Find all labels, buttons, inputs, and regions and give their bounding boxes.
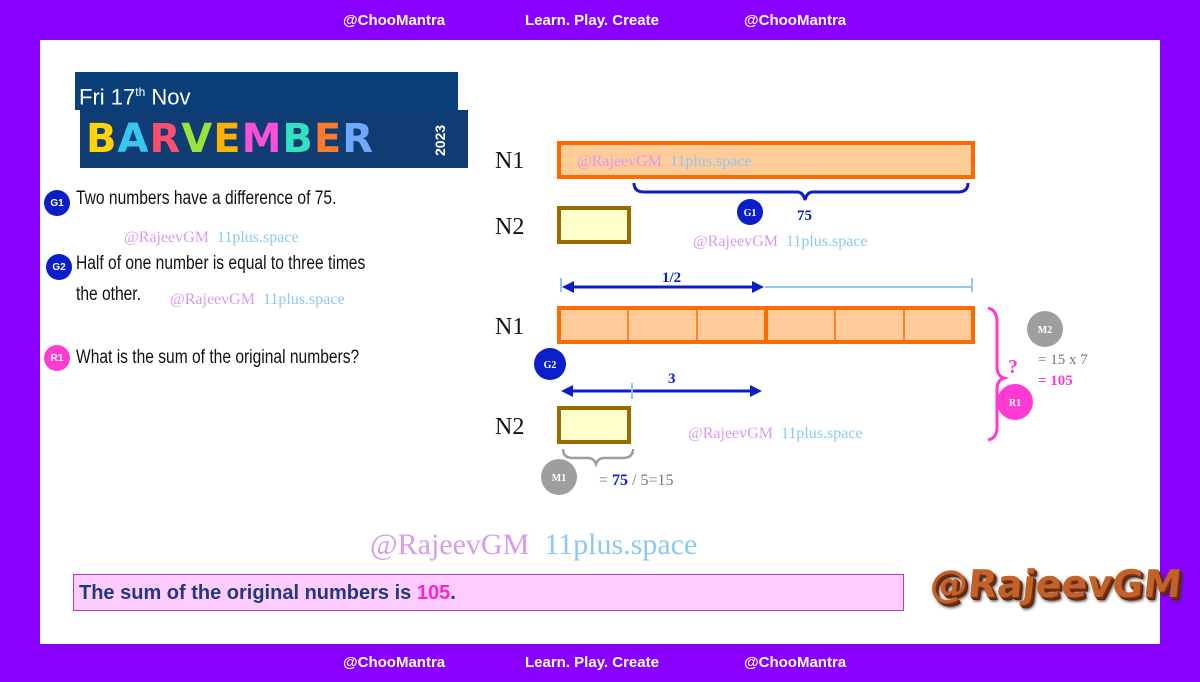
g2-badge: G2 <box>46 254 72 280</box>
question-mark: ? <box>1008 356 1018 378</box>
header-handle-right: @ChooMantra <box>744 11 847 29</box>
banner-letter: R <box>342 116 375 162</box>
question-g2-line2: the other. <box>76 284 141 305</box>
m1-brace <box>561 448 635 468</box>
sum-brace <box>987 306 1010 442</box>
answer-box: The sum of the original numbers is 105. <box>73 574 904 611</box>
r1-badge: R1 <box>44 345 70 371</box>
watermark-large: @RajeevGM 11plus.space <box>370 528 698 561</box>
banner-letter: M <box>241 116 283 162</box>
g1-diagram-badge-label: G1 <box>744 208 757 219</box>
worksheet-panel: Fri 17th Nov BARVEMBER 2023 G1 Two numbe… <box>40 40 1184 644</box>
date-box: Fri 17th Nov <box>75 72 458 110</box>
answer-value: 105 <box>416 582 451 604</box>
n2-label-top: N2 <box>495 214 524 240</box>
footer-handle-right: @ChooMantra <box>744 653 847 671</box>
banner-letter: V <box>181 116 214 162</box>
m1-equation: = 75 / 5=15 <box>599 472 674 489</box>
question-r1-text: What is the sum of the original numbers? <box>76 347 360 368</box>
banner-letter: B <box>86 116 118 162</box>
g1-brace <box>632 182 970 201</box>
footer-bar: @ChooMantra Learn. Play. Create @ChooMan… <box>0 642 1200 682</box>
watermark: @RajeevGM 11plus.space <box>124 229 299 246</box>
m2-line1: = 15 x 7 <box>1038 352 1088 368</box>
three-label: 3 <box>668 371 676 387</box>
banner-letter: R <box>149 116 182 162</box>
r1-diagram-badge-label: R1 <box>1009 398 1021 409</box>
n1-label-bottom: N1 <box>495 314 524 340</box>
m1-diagram-badge-label: M1 <box>552 473 566 484</box>
banner-letter: E <box>213 116 242 162</box>
answer-prefix: The sum of the original numbers is <box>79 582 417 604</box>
n1-bar-top <box>557 141 975 179</box>
n2-bar-top <box>557 206 631 244</box>
answer-suffix: . <box>450 582 456 604</box>
footer-handle-left: @ChooMantra <box>343 653 446 671</box>
r1-diagram-badge <box>997 384 1033 420</box>
n1-label-top: N1 <box>495 148 524 174</box>
banner-letter: A <box>117 116 150 162</box>
g1-badge: G1 <box>44 190 70 216</box>
footer-tagline: Learn. Play. Create <box>525 653 659 671</box>
banner-letter: E <box>313 116 343 162</box>
question-g1-text: Two numbers have a difference of 75. <box>76 188 337 209</box>
banner-letter: B <box>282 116 314 162</box>
g2-diagram-badge-label: G2 <box>544 360 557 371</box>
watermark: @RajeevGM 11plus.space <box>170 291 345 308</box>
rajeevgm-logo: @RajeevGM <box>927 562 1184 606</box>
question-g2-line1: Half of one number is equal to three tim… <box>76 253 366 274</box>
half-label: 1/2 <box>662 270 681 286</box>
m1-diagram-badge <box>541 459 577 495</box>
m2-line2: = 105 <box>1038 373 1073 389</box>
date-month: Nov <box>145 84 191 110</box>
g2-diagram-badge <box>534 348 566 380</box>
m2-diagram-badge-label: M2 <box>1038 325 1052 336</box>
header-bar: @ChooMantra Learn. Play. Create @ChooMan… <box>0 0 1200 40</box>
barvember-banner: BARVEMBER 2023 <box>80 110 468 168</box>
m2-diagram-badge <box>1027 311 1063 347</box>
n2-label-bottom: N2 <box>495 414 524 440</box>
n2-bar-bottom <box>557 406 631 444</box>
header-handle-left: @ChooMantra <box>343 11 446 29</box>
header-tagline: Learn. Play. Create <box>525 11 659 29</box>
date-suffix: th <box>135 85 146 99</box>
banner-title: BARVEMBER <box>86 114 374 164</box>
date-day: Fri 17 <box>79 84 136 110</box>
n1-bar-segments <box>557 306 975 344</box>
g1-diagram-badge <box>737 199 763 225</box>
g1-value: 75 <box>797 208 812 224</box>
